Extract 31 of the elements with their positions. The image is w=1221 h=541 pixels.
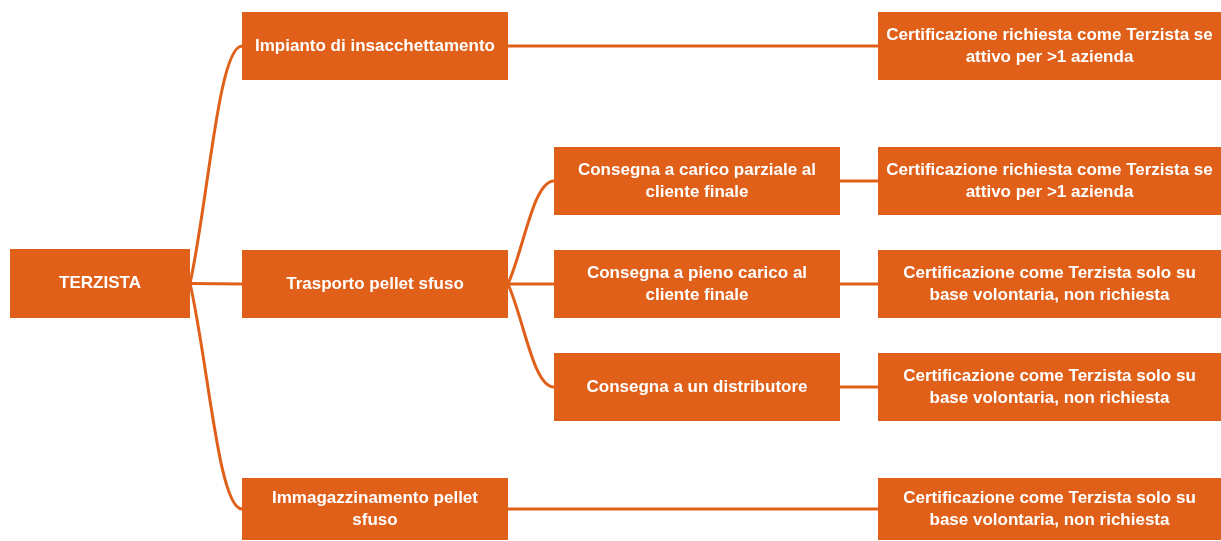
- connector-line: [840, 385, 878, 389]
- box-label: Consegna a carico parziale al cliente finale: [576, 158, 818, 203]
- box-label: Trasporto pellet sfuso: [286, 272, 464, 295]
- box-label: TERZISTA: [59, 272, 141, 295]
- process-box: [878, 147, 1221, 215]
- process-box: [10, 249, 190, 318]
- connector-line: [840, 282, 878, 286]
- process-box: [878, 12, 1221, 80]
- connector-line: [508, 507, 878, 511]
- box-label: Certificazione come Terzista solo su base volontaria, non richiesta: [902, 261, 1197, 306]
- process-box: [554, 353, 840, 421]
- box-label: Consegna a un distributore: [586, 375, 808, 398]
- box-label: Certificazione come Terzista solo su base volontaria, non richiesta: [902, 364, 1197, 409]
- process-box: [878, 478, 1221, 540]
- box-label: Immagazzinamento pellet sfuso: [271, 486, 479, 531]
- process-box: [242, 478, 508, 540]
- box-label: Impianto di insacchettamento: [255, 34, 495, 57]
- box-label: Certificazione richiesta come Terzista se attivo per >1 azienda: [885, 158, 1214, 203]
- box-label: Certificazione richiesta come Terzista se attivo per >1 azienda: [885, 23, 1214, 68]
- process-box: [242, 250, 508, 318]
- process-box: [554, 250, 840, 318]
- process-box: [878, 353, 1221, 421]
- connector-line: [508, 44, 878, 48]
- connector-line: [508, 282, 554, 286]
- process-box: [878, 250, 1221, 318]
- process-box: [242, 12, 508, 80]
- connector-line: [190, 282, 242, 286]
- connector-line: [840, 179, 878, 183]
- box-label: Consegna a pieno carico al cliente finale: [585, 261, 809, 306]
- process-box: [554, 147, 840, 215]
- box-label: Certificazione come Terzista solo su base volontaria, non richiesta: [902, 486, 1197, 531]
